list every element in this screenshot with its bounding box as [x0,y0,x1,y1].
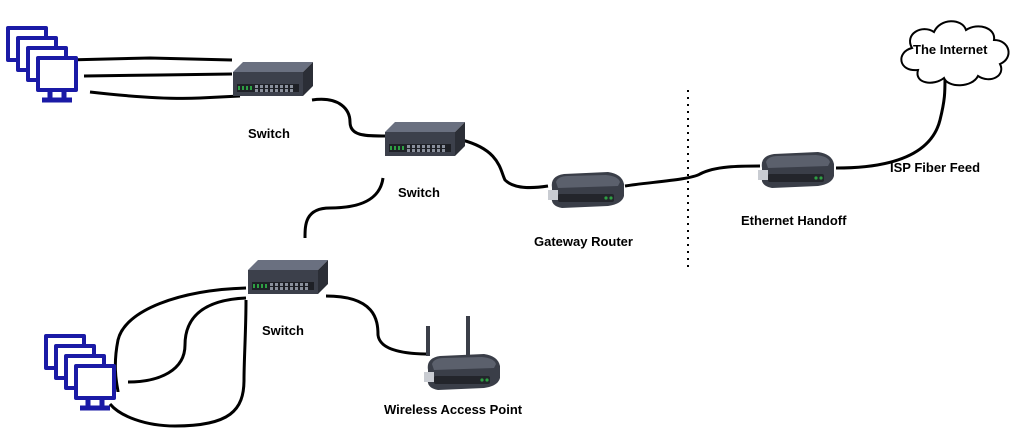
switch-2-icon [385,122,465,156]
gateway-router-icon [548,172,624,208]
wireless-access-point-icon [424,316,500,390]
computer-cluster-bottom-icon [46,336,114,408]
cable-switch-3-to-pcs-a [113,286,247,393]
cable-handoff-to-isp [835,77,947,170]
ethernet-handoff-icon [758,152,834,188]
switch-2-label: Switch [398,185,440,200]
cable-switch-3-to-wap [325,294,431,356]
switch-3-icon [248,260,328,294]
cable-pcs-to-switch-1c [89,90,241,100]
computer-cluster-top-icon [8,28,76,100]
cable-switch-2-to-router [461,138,549,190]
cable-router-to-handoff [624,164,761,188]
cable-switch-3-to-pcs-b [127,296,247,384]
cable-lines [65,56,947,428]
switch-3-label: Switch [262,323,304,338]
ethernet-handoff-label: Ethernet Handoff [741,213,847,228]
gateway-router-label: Gateway Router [534,234,633,249]
cable-pcs-to-switch-1b [83,72,233,78]
cable-pcs-to-switch-1a [65,56,233,62]
isp-fiber-feed-label: ISP Fiber Feed [890,160,981,175]
cable-switch-2-stub [303,177,385,239]
cable-switch-3-to-pcs-c [108,299,248,428]
switch-1-label: Switch [248,126,290,141]
wireless-access-point-label: Wireless Access Point [384,402,523,417]
internet-cloud-icon [900,20,1010,87]
internet-label: The Internet [913,42,988,57]
cable-switch-1-to-switch-2 [311,97,386,138]
switch-1-icon [233,62,313,96]
